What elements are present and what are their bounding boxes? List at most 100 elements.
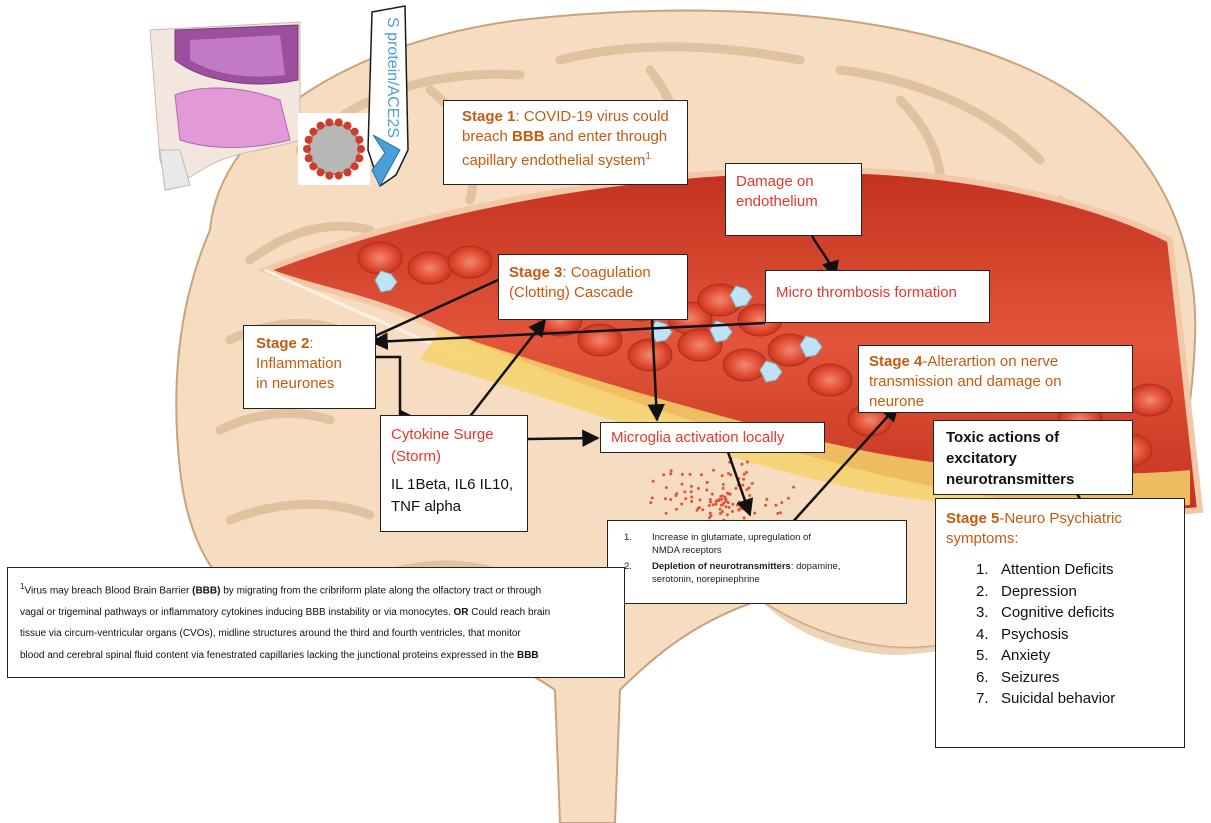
damage-line2: endothelium [736,192,851,212]
virus-spike [305,154,313,162]
microglia-dot [792,486,795,489]
stage2-title: Stage 2 [256,335,309,352]
microglia-dot [681,473,684,476]
symptom-label: Attention Deficits [1001,559,1114,581]
coronavirus-icon [298,113,370,185]
nt-item1-b: NMDA receptors [652,545,722,556]
stage4-title: Stage 4 [869,353,922,370]
microglia-dot [734,487,737,490]
symptom-label: Psychosis [1001,624,1069,646]
virus-spike [325,118,333,126]
microglia-dot [680,483,683,486]
stage3-title: Stage 3 [509,264,562,281]
microglia-dot [709,512,712,515]
cytokine-line1: Cytokine Surge [391,424,517,446]
toxic-line1: Toxic actions of [946,427,1120,448]
microglia-dot [743,473,746,476]
microglia-dot [700,473,703,476]
microglia-dot [715,499,718,502]
stage3-text-a: : Coagulation [562,264,650,281]
virus-spike [335,172,343,180]
symptom-item: 5.Anxiety [976,645,1174,667]
microglia-label: Microglia activation locally [611,428,814,448]
microglia-dot [748,487,751,490]
stage5-line2: symptoms: [946,529,1174,549]
micro-thrombosis-label: Micro thrombosis formation [776,283,979,303]
nt-item2-a: : dopamine, [791,561,841,572]
stage1-sup: 1 [645,151,651,162]
micro-thrombosis-box: Micro thrombosis formation [765,270,990,323]
microglia-dot [712,503,715,506]
stage1-title: Stage 1 [462,108,515,125]
footnote-l2c: Could reach brain [469,607,551,618]
red-blood-cell [578,324,622,356]
symptom-item: 7.Suicidal behavior [976,688,1174,710]
nt-item1-a: Increase in glutamate, upregulation of [652,532,811,543]
microglia-dot [718,498,721,501]
virus-spike [305,136,313,144]
microglia-dot [708,504,711,507]
symptom-label: Cognitive deficits [1001,602,1114,624]
virus-spike [317,122,325,130]
footnote-l3: tissue via circum-ventricular organs (CV… [20,623,612,645]
toxic-line2: excitatory [946,448,1120,469]
footnote-l1b: (BBB) [192,585,220,596]
footnote-l2a: vagal or trigeminal pathways or inflamma… [20,607,454,618]
microglia-dot [780,501,783,504]
microglia-dot [774,504,777,507]
microglia-dot [683,490,686,493]
microglia-dot [719,495,722,498]
microglia-dot [696,509,699,512]
stage3-text-b: (Clotting) Cascade [509,283,677,303]
symptom-number: 5. [976,645,1001,667]
microglia-dot [740,463,743,466]
microglia-dot [690,485,693,488]
microglia-dot [787,497,790,500]
nt-item1-num: 1. [618,531,652,557]
microglia-dot [669,498,672,501]
stage1-text-a: : COVID-19 virus could [515,108,668,125]
cytokine-line2: (Storm) [391,446,517,468]
toxic-line3: neurotransmitters [946,469,1120,490]
microglia-dot [722,483,725,486]
stage2-line2: Inflammation [256,354,363,374]
red-blood-cell [1128,384,1172,416]
microglia-dot [719,508,722,511]
stage1-text-c: and enter through [545,128,668,145]
microglia-dot [665,486,668,489]
symptom-item: 4.Psychosis [976,624,1174,646]
microglia-dot [689,473,692,476]
nt-item2-bold: Depletion of neurotransmitters [652,561,791,572]
symptom-label: Suicidal behavior [1001,688,1115,710]
microglia-dot [675,492,678,495]
footnote-box: 1Virus may breach Blood Brain Barrier (B… [7,567,625,678]
microglia-dot [779,511,782,514]
toxic-actions-box: Toxic actions of excitatory neurotransmi… [933,420,1133,495]
microglia-dot [737,509,740,512]
microglia-dot [753,512,756,515]
microglia-dot [724,505,727,508]
red-blood-cell [628,339,672,371]
microglia-dot [669,472,672,475]
footnote-l4a: blood and cerebral spinal fluid content … [20,650,517,661]
microglia-dot [706,481,709,484]
cytokine-line3: IL 1Beta, IL6 IL10, [391,474,517,496]
microglia-dot [709,498,712,501]
microglia-dot [726,513,729,516]
damage-endothelium-box: Damage on endothelium [725,163,862,236]
microglia-dot [690,495,693,498]
stage4-box: Stage 4-Alterartion on nerve transmissio… [858,345,1133,413]
microglia-dot [722,487,725,490]
microglia-dot [708,516,711,519]
microglia-dot [652,480,655,483]
microglia-dot [751,482,754,485]
microglia-dot [719,512,722,515]
microglia-dot [764,504,767,507]
symptom-label: Seizures [1001,667,1059,689]
stage2-line3: in neurones [256,374,363,394]
s-protein-label: S protein/ACE2S [381,17,401,127]
symptom-number: 1. [976,559,1001,581]
symptom-number: 3. [976,602,1001,624]
symptom-label: Depression [1001,581,1077,603]
microglia-dot [776,512,779,515]
